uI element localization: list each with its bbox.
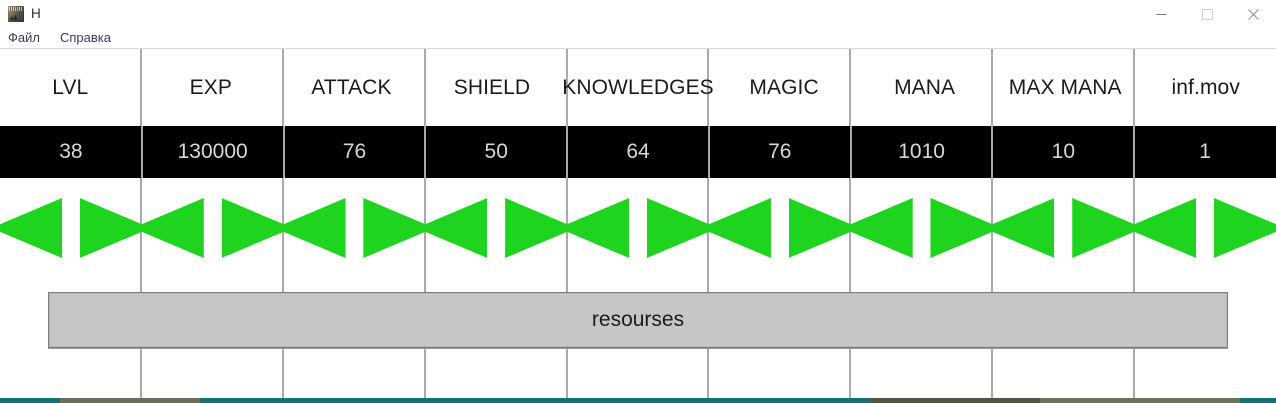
triangle-left-icon[interactable]	[132, 198, 204, 258]
column-header-knowledges: KNOWLEDGES	[562, 75, 714, 99]
app-icon	[8, 6, 24, 22]
value-shield: 50	[424, 126, 567, 178]
arrow-group-max-mana	[983, 178, 1144, 278]
arrow-group-mana	[841, 178, 1002, 278]
desktop-edge-segment	[60, 398, 200, 403]
column-header-exp: EXP	[189, 75, 232, 99]
window-title: H	[31, 6, 41, 21]
triangle-left-icon[interactable]	[558, 198, 630, 258]
desktop-edge-segment	[1040, 398, 1240, 403]
menu-separator	[0, 48, 1276, 49]
minimize-button[interactable]	[1138, 0, 1184, 28]
title-bar-left: H	[0, 6, 1138, 22]
close-icon	[1247, 8, 1259, 20]
arrow-group-exp	[132, 178, 293, 278]
window-controls	[1138, 0, 1276, 28]
value-knowledges: 64	[566, 126, 709, 178]
triangle-left-icon[interactable]	[699, 198, 771, 258]
resources-row: resourses	[0, 278, 1276, 398]
title-bar: H	[0, 0, 1276, 28]
value-exp: 130000	[140, 126, 284, 178]
column-header-lvl: LVL	[52, 75, 89, 99]
stats-arrow-row	[0, 178, 1276, 278]
arrow-group-magic	[699, 178, 860, 278]
triangle-left-icon[interactable]	[1125, 198, 1197, 258]
value-max-mana: 10	[991, 126, 1134, 178]
value-attack: 76	[282, 126, 426, 178]
triangle-left-icon[interactable]	[983, 198, 1055, 258]
column-header-magic: MAGIC	[749, 75, 819, 99]
triangle-right-icon[interactable]	[1214, 198, 1276, 258]
menu-item-file[interactable]: Файл	[8, 30, 40, 45]
resources-button[interactable]: resourses	[48, 292, 1228, 348]
value-inf-mov: 1	[1133, 126, 1276, 178]
close-button[interactable]	[1230, 0, 1276, 28]
column-header-mana: MANA	[894, 75, 956, 99]
column-header-shield: SHIELD	[453, 75, 531, 99]
arrow-group-knowledges	[558, 178, 718, 278]
column-header-attack: ATTACK	[311, 75, 392, 99]
column-header-inf-mov: inf.mov	[1171, 75, 1240, 99]
stats-value-row: 38 130000 76 50 64 76 1010 10 1	[0, 126, 1276, 178]
arrow-group-shield	[416, 178, 577, 278]
triangle-left-icon[interactable]	[0, 198, 62, 258]
maximize-button[interactable]	[1184, 0, 1230, 28]
menu-item-help[interactable]: Справка	[59, 30, 111, 45]
triangle-left-icon[interactable]	[841, 198, 913, 258]
minimize-icon	[1156, 13, 1166, 15]
stats-grid: LVL EXP ATTACK SHIELD KNOWLEDGES MAGIC M…	[0, 49, 1276, 398]
value-magic: 76	[707, 126, 851, 178]
triangle-left-icon[interactable]	[274, 198, 346, 258]
desktop-edge-strip	[0, 398, 1276, 403]
stats-header-row: LVL EXP ATTACK SHIELD KNOWLEDGES MAGIC M…	[0, 49, 1276, 126]
menu-bar: Файл Справка	[0, 28, 1276, 48]
value-mana: 1010	[849, 126, 993, 178]
maximize-icon	[1201, 8, 1213, 20]
desktop-edge-segment	[870, 398, 1040, 403]
column-header-max-mana: MAX MANA	[1008, 75, 1122, 99]
arrow-group-lvl	[0, 178, 151, 278]
arrow-group-attack	[274, 178, 435, 278]
triangle-left-icon[interactable]	[416, 198, 488, 258]
arrow-group-inf-mov	[1125, 178, 1276, 278]
value-lvl: 38	[59, 140, 83, 163]
